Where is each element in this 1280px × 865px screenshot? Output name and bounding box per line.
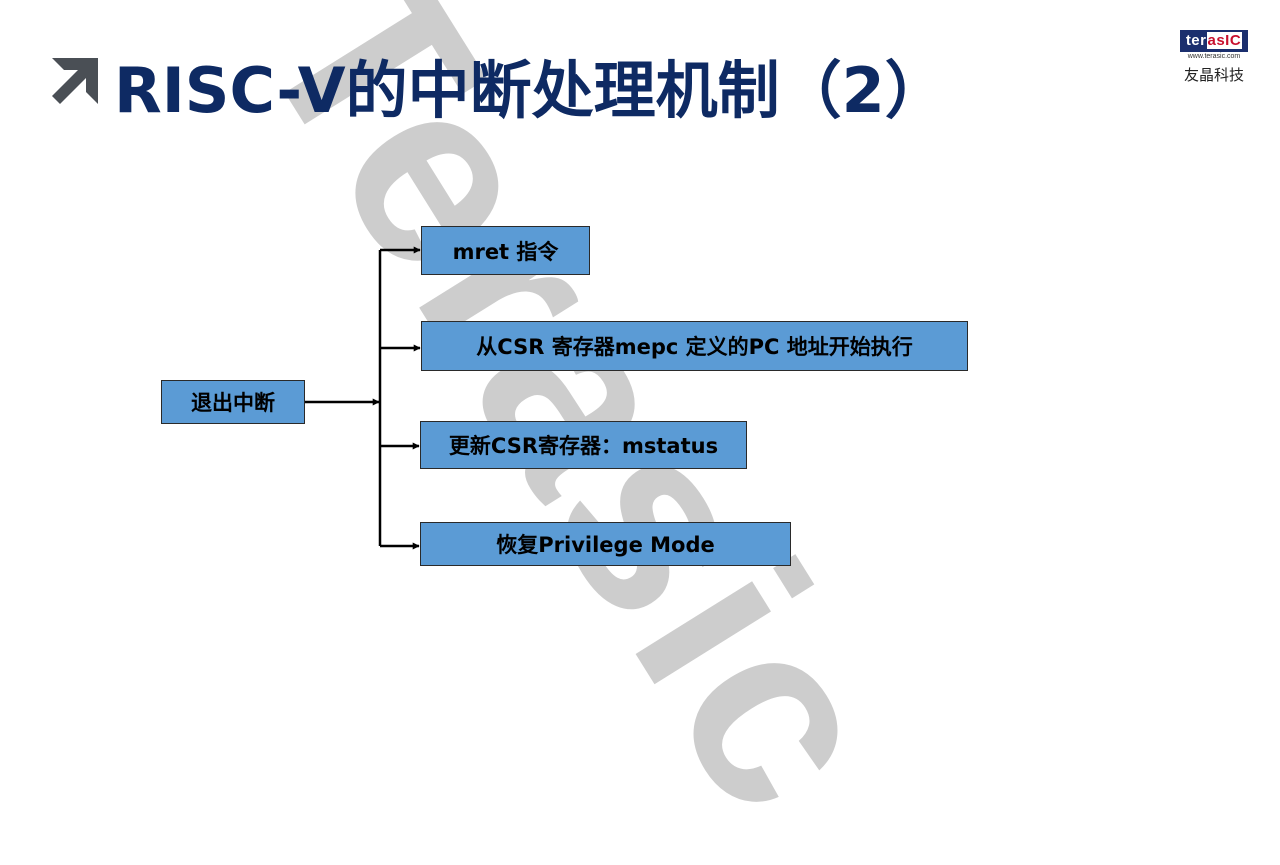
branch-node-3: 更新CSR寄存器：mstatus bbox=[420, 421, 747, 469]
logo-company-name: 友晶科技 bbox=[1183, 66, 1244, 84]
branch-node-2: 从CSR 寄存器mepc 定义的PC 地址开始执行 bbox=[421, 321, 968, 371]
root-node: 退出中断 bbox=[161, 380, 305, 424]
logo-badge: terasIC bbox=[1180, 30, 1248, 52]
logo-url: www.terasic.com bbox=[1187, 53, 1241, 60]
logo-badge-text-b: asIC bbox=[1206, 32, 1243, 49]
logo-badge-text-a: ter bbox=[1185, 32, 1207, 49]
tree-connectors bbox=[304, 246, 421, 550]
page-title: RISC-V的中断处理机制（2） bbox=[114, 54, 947, 127]
terasic-logo: terasIC www.terasic.com 友晶科技 bbox=[1180, 30, 1248, 85]
branch-node-4: 恢复Privilege Mode bbox=[420, 522, 791, 566]
branch-node-1: mret 指令 bbox=[421, 226, 590, 275]
northeast-arrow-icon bbox=[52, 58, 98, 104]
